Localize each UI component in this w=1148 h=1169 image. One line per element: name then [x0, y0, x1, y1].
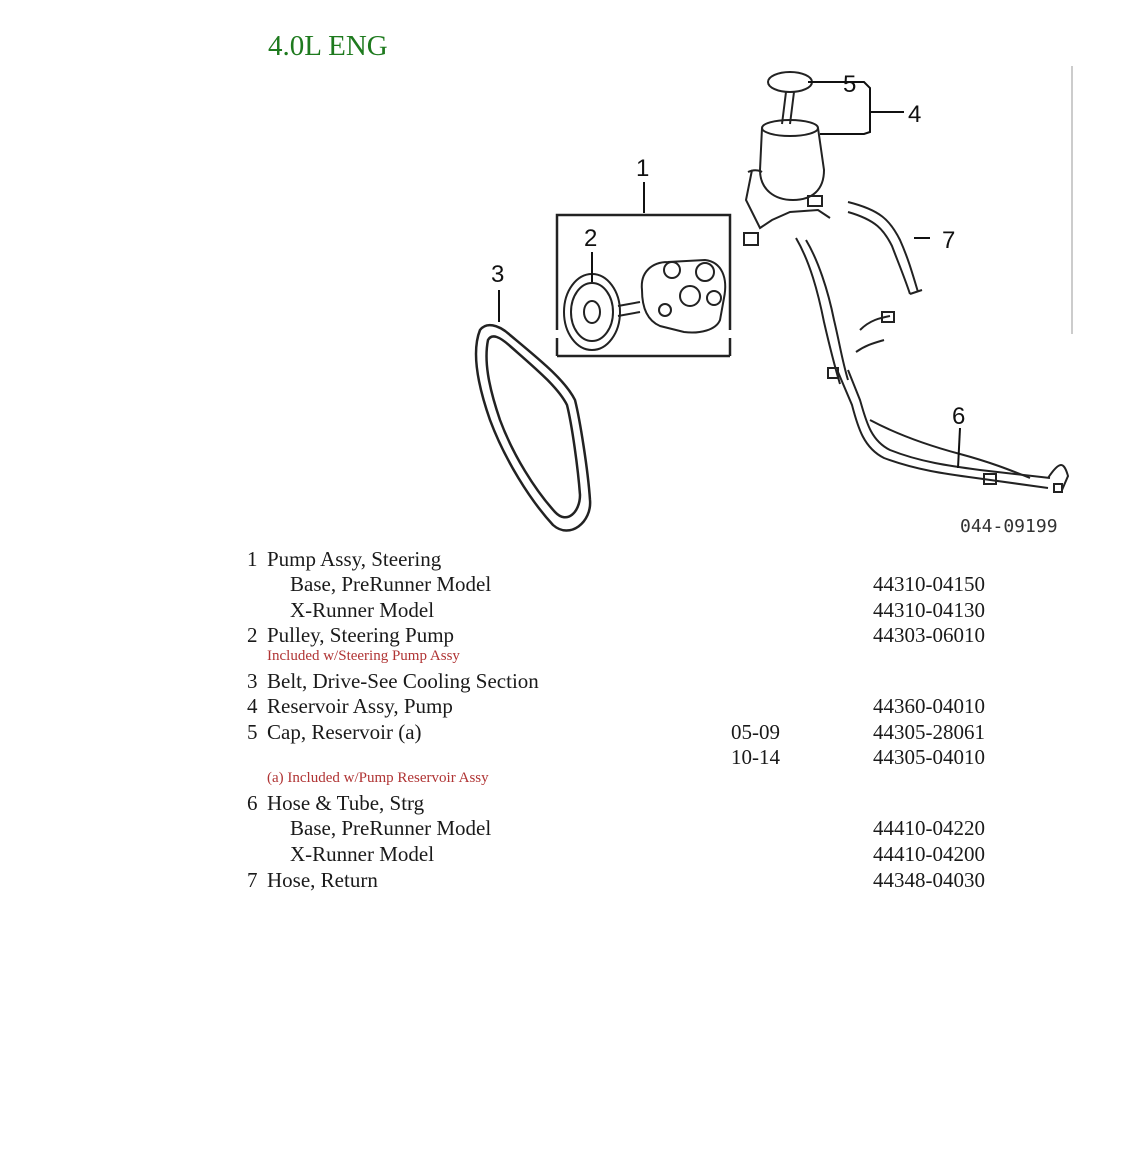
callout-7: 7 [942, 227, 955, 254]
callout-4: 4 [908, 101, 921, 128]
item-years: 10-14 [731, 745, 780, 769]
reservoir-cap-illustration [767, 71, 813, 125]
callout-1: 1 [636, 155, 649, 182]
hose-and-tube-illustration [795, 237, 1070, 493]
item-part-number: 44310-04130 [873, 598, 985, 622]
item-note: Included w/Steering Pump Assy [267, 648, 460, 664]
pump-illustration [640, 258, 727, 334]
item-number: 6 [247, 791, 258, 815]
item-part-number: 44410-04200 [873, 842, 985, 866]
callout-leader-lines [498, 81, 961, 469]
item-number: 4 [247, 694, 258, 718]
item-number: 2 [247, 623, 258, 647]
item-description: Reservoir Assy, Pump [267, 694, 453, 718]
item-description: Hose, Return [267, 868, 378, 892]
item-description: X-Runner Model [290, 598, 435, 622]
drive-belt-illustration [474, 323, 592, 532]
item-part-number: 44305-28061 [873, 720, 985, 744]
callout-6: 6 [952, 403, 965, 430]
page-title: 4.0L ENG [268, 30, 388, 62]
item-part-number: 44305-04010 [873, 745, 985, 769]
figure-number: 044-09199 [960, 516, 1058, 537]
return-hose-illustration [847, 201, 923, 295]
item-description: Pump Assy, Steering [267, 547, 442, 571]
callout-2: 2 [584, 225, 597, 252]
item-description: Base, PreRunner Model [290, 816, 492, 840]
item-description: X-Runner Model [290, 842, 435, 866]
item-part-number: 44303-06010 [873, 623, 985, 647]
item-description: Cap, Reservoir (a) [267, 720, 422, 744]
pulley-illustration [563, 273, 641, 351]
item-description: Belt, Drive-See Cooling Section [267, 669, 539, 693]
item-description: Base, PreRunner Model [290, 572, 492, 596]
item-description: Hose & Tube, Strg [267, 791, 425, 815]
item-number: 1 [247, 547, 258, 571]
item-number: 7 [247, 868, 258, 892]
item-part-number: 44310-04150 [873, 572, 985, 596]
item-number: 3 [247, 669, 258, 693]
parts-diagram: 1 2 3 4 5 6 7 044-09199 [474, 66, 1073, 537]
item-number: 5 [247, 720, 258, 744]
callout-3: 3 [491, 261, 504, 288]
callout-5: 5 [843, 71, 856, 98]
item-years: 05-09 [731, 720, 780, 744]
reservoir-illustration [743, 119, 831, 246]
item-description: Pulley, Steering Pump [267, 623, 455, 647]
item-part-number: 44348-04030 [873, 868, 985, 892]
item-note: (a) Included w/Pump Reservoir Assy [267, 770, 489, 786]
item-part-number: 44360-04010 [873, 694, 985, 718]
pump-assy-box [555, 213, 732, 358]
item-part-number: 44410-04220 [873, 816, 985, 840]
